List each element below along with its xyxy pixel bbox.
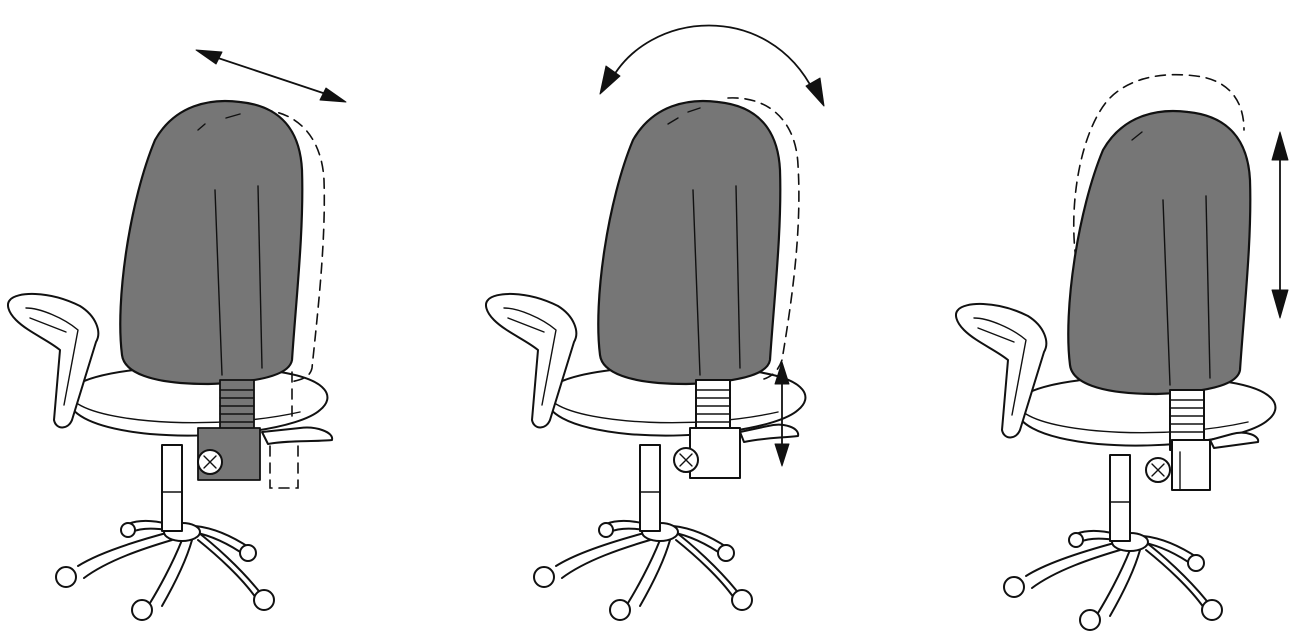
panel-tilt-adjustment: [486, 26, 824, 621]
panel-depth-adjustment: [8, 50, 346, 620]
height-arrow: [1272, 132, 1288, 318]
panel-height-adjustment: [956, 75, 1288, 630]
chair-2-backrest: [598, 101, 780, 384]
chair-1-backrest: [120, 101, 302, 384]
depth-arrow: [196, 50, 346, 102]
tilt-arrow: [600, 26, 824, 107]
chair-1-ghost-mechanism: [270, 440, 298, 488]
chair-3: [956, 75, 1275, 630]
chair-3-backrest: [1068, 111, 1250, 394]
chair-2: [486, 98, 805, 620]
chair-2-mechanism: [690, 428, 740, 478]
chair-1-lever: [262, 428, 332, 444]
chair-3-mechanism: [1172, 440, 1210, 490]
chair-1: [8, 101, 332, 620]
